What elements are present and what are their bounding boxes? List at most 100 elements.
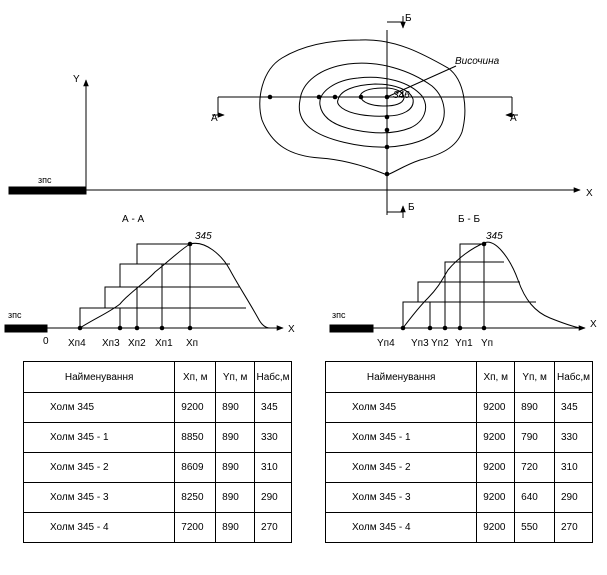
cell-yp: 550: [514, 512, 555, 543]
header-habs: Набс,м: [554, 361, 593, 393]
section-a-tick-3: Хп1: [155, 338, 173, 349]
section-a-terrain: [79, 242, 271, 329]
cell-xp: 9200: [476, 512, 516, 543]
table-header: Найменування Хп, м Yп, м Набс,м: [324, 361, 593, 393]
cell-xp: 8250: [174, 482, 217, 513]
cell-xp: 7200: [174, 512, 217, 543]
peak-leader: [386, 65, 457, 98]
section-a-tick-1: Хп3: [102, 338, 120, 349]
plan-label-peak: Височина: [455, 56, 500, 67]
cell-name: Холм 345: [22, 392, 176, 423]
table-row: Холм 345 - 4 7200 890 270: [22, 512, 292, 543]
topographic-drawing: А А Б Б Y X зпс Височина 346 А - А 345 X…: [4, 13, 597, 349]
plan-label-b-top: Б: [405, 13, 412, 24]
section-b-tick-4: Yп: [481, 338, 493, 349]
cell-xp: 9200: [174, 392, 217, 423]
cell-habs: 290: [554, 482, 593, 513]
section-b-runway-bar: [329, 324, 374, 333]
section-a-axis-label: X: [288, 324, 295, 335]
table-row: Холм 345 - 2 8609 890 310: [22, 452, 292, 483]
coordinates-table-a: Найменування Хп, м Yп, м Набс,м Холм 345…: [22, 361, 292, 543]
cell-name: Холм 345: [324, 392, 478, 423]
section-b-zps: зпс: [332, 310, 346, 320]
section-a-origin: 0: [43, 336, 49, 347]
section-a-tick-4: Хп: [186, 338, 198, 349]
cell-name: Холм 345 - 2: [22, 452, 176, 483]
header-yp: Yп, м: [514, 361, 555, 393]
section-a-tick-0: Хп4: [68, 338, 86, 349]
plan-label-b-bottom: Б: [408, 202, 415, 213]
table-row: Холм 345 - 2 9200 720 310: [324, 452, 593, 483]
plan-label-zps: зпс: [38, 175, 52, 185]
section-a-points: [77, 241, 193, 331]
cell-habs: 330: [254, 422, 292, 453]
plan-label-peak-value: 346: [393, 90, 410, 101]
cell-yp: 890: [215, 482, 256, 513]
section-a-zps: зпс: [8, 310, 22, 320]
cell-yp: 890: [215, 422, 256, 453]
section-b-title: Б - Б: [458, 214, 480, 225]
cell-yp: 790: [514, 422, 555, 453]
cell-name: Холм 345 - 1: [324, 422, 478, 453]
plan-view: [8, 16, 581, 218]
cell-yp: 890: [215, 452, 256, 483]
header-xp: Хп, м: [476, 361, 516, 393]
cell-habs: 330: [554, 422, 593, 453]
contour-inner: [359, 87, 405, 107]
plan-runway-bar: [8, 186, 87, 195]
header-habs: Набс,м: [254, 361, 292, 393]
cell-name: Холм 345 - 4: [324, 512, 478, 543]
header-yp: Yп, м: [215, 361, 256, 393]
table-row: Холм 345 - 3 9200 640 290: [324, 482, 593, 513]
section-b-tick-1: Yп3: [411, 338, 429, 349]
table-row: Холм 345 - 1 8850 890 330: [22, 422, 292, 453]
section-a-tick-2: Хп2: [128, 338, 146, 349]
contour-3: [319, 76, 426, 134]
cell-xp: 9200: [476, 452, 516, 483]
cell-name: Холм 345 - 1: [22, 422, 176, 453]
plan-label-x: X: [586, 188, 593, 199]
contour-outer: [259, 39, 466, 176]
cell-xp: 9200: [476, 422, 516, 453]
header-name: Найменування: [22, 361, 176, 393]
coordinates-table-b: Найменування Хп, м Yп, м Набс,м Холм 345…: [324, 361, 593, 543]
cell-habs: 290: [254, 482, 292, 513]
plan-points: [267, 94, 390, 177]
section-a-peak: 345: [195, 231, 212, 242]
section-b-axis-label: X: [590, 319, 597, 330]
cell-xp: 8609: [174, 452, 217, 483]
section-a-title: А - А: [122, 214, 145, 225]
plan-label-y: Y: [73, 74, 80, 85]
section-b-peak: 345: [486, 231, 503, 242]
section-a-profile: [4, 242, 284, 333]
table-row: Холм 345 9200 890 345: [324, 392, 593, 423]
section-b-points: [400, 241, 487, 331]
cell-habs: 270: [254, 512, 292, 543]
cell-name: Холм 345 - 2: [324, 452, 478, 483]
cell-yp: 640: [514, 482, 555, 513]
section-b-profile: [329, 241, 586, 333]
plan-label-a-left: А: [211, 113, 218, 124]
header-xp: Хп, м: [174, 361, 217, 393]
cell-yp: 720: [514, 452, 555, 483]
cell-name: Холм 345 - 3: [22, 482, 176, 513]
table-row: Холм 345 - 1 9200 790 330: [324, 422, 593, 453]
contour-4: [337, 83, 414, 117]
table-header: Найменування Хп, м Yп, м Набс,м: [22, 361, 292, 393]
cell-habs: 345: [554, 392, 593, 423]
plan-label-a-right: А: [510, 113, 517, 124]
cell-yp: 890: [215, 392, 256, 423]
cell-xp: 8850: [174, 422, 217, 453]
section-b-tick-0: Yп4: [377, 338, 395, 349]
header-name: Найменування: [324, 361, 478, 393]
cell-yp: 890: [215, 512, 256, 543]
table-row: Холм 345 - 3 8250 890 290: [22, 482, 292, 513]
cell-habs: 270: [554, 512, 593, 543]
cell-habs: 310: [254, 452, 292, 483]
section-a-runway-bar: [4, 324, 48, 333]
section-b-tick-3: Yп1: [455, 338, 473, 349]
cell-yp: 890: [514, 392, 555, 423]
contour-2: [298, 62, 445, 148]
cell-habs: 345: [254, 392, 292, 423]
table-row: Холм 345 - 4 9200 550 270: [324, 512, 593, 543]
